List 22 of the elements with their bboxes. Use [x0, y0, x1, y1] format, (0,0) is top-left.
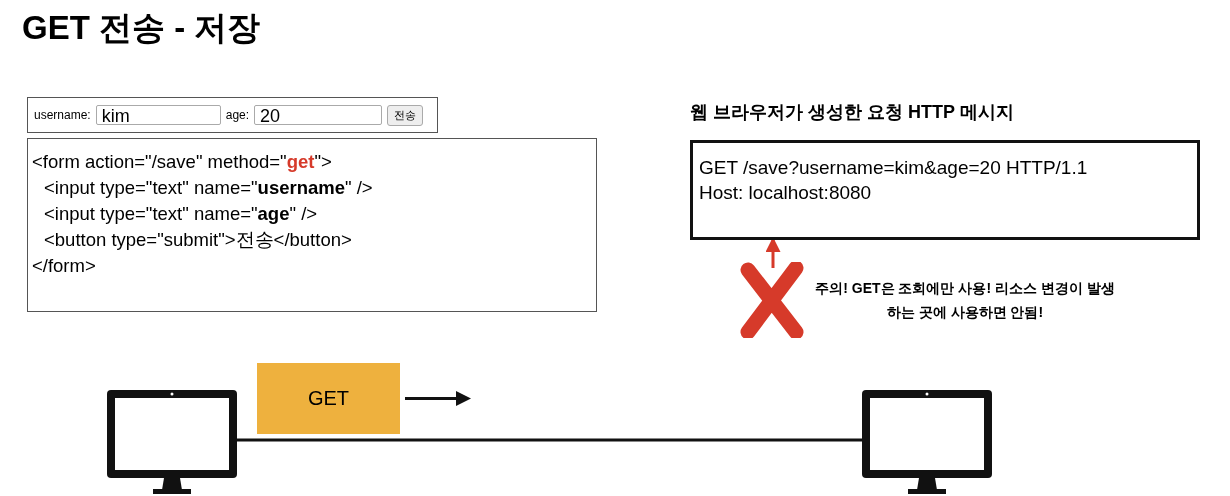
submit-button: 전송 [387, 104, 424, 126]
input-field: 20 [254, 105, 383, 125]
arrow [765, 237, 781, 268]
get-box [257, 363, 400, 434]
code-line: <input type="text" name="age" /> [43, 202, 319, 226]
code-line: <input type="text" name="username" /> [43, 176, 374, 200]
code-panel [27, 138, 597, 312]
message-line: Host: localhost:8080 [699, 181, 873, 205]
code-line: <button type="submit">전송</button> [43, 228, 353, 252]
form-panel [27, 97, 438, 133]
warning-note: 주의! GET은 조회에만 사용! 리소스 변경이 발생하는 곳에 사용하면 안됨! [814, 279, 1116, 322]
connection-line [237, 438, 862, 442]
box-label: GET [307, 387, 350, 410]
code-line: <form action="/save" method="get"> [32, 150, 333, 174]
arrow [405, 391, 471, 406]
field-label: age: [225, 108, 250, 122]
message-line: GET /save?username=kim&age=20 HTTP/1.1 [699, 156, 1089, 180]
heading: 웹 브라우저가 생성한 요청 HTTP 메시지 [690, 101, 1014, 124]
code-line: </form> [32, 254, 97, 278]
field-label: username: [34, 108, 91, 122]
title: GET 전송 - 저장 [22, 8, 261, 48]
input-field: kim [95, 105, 221, 125]
